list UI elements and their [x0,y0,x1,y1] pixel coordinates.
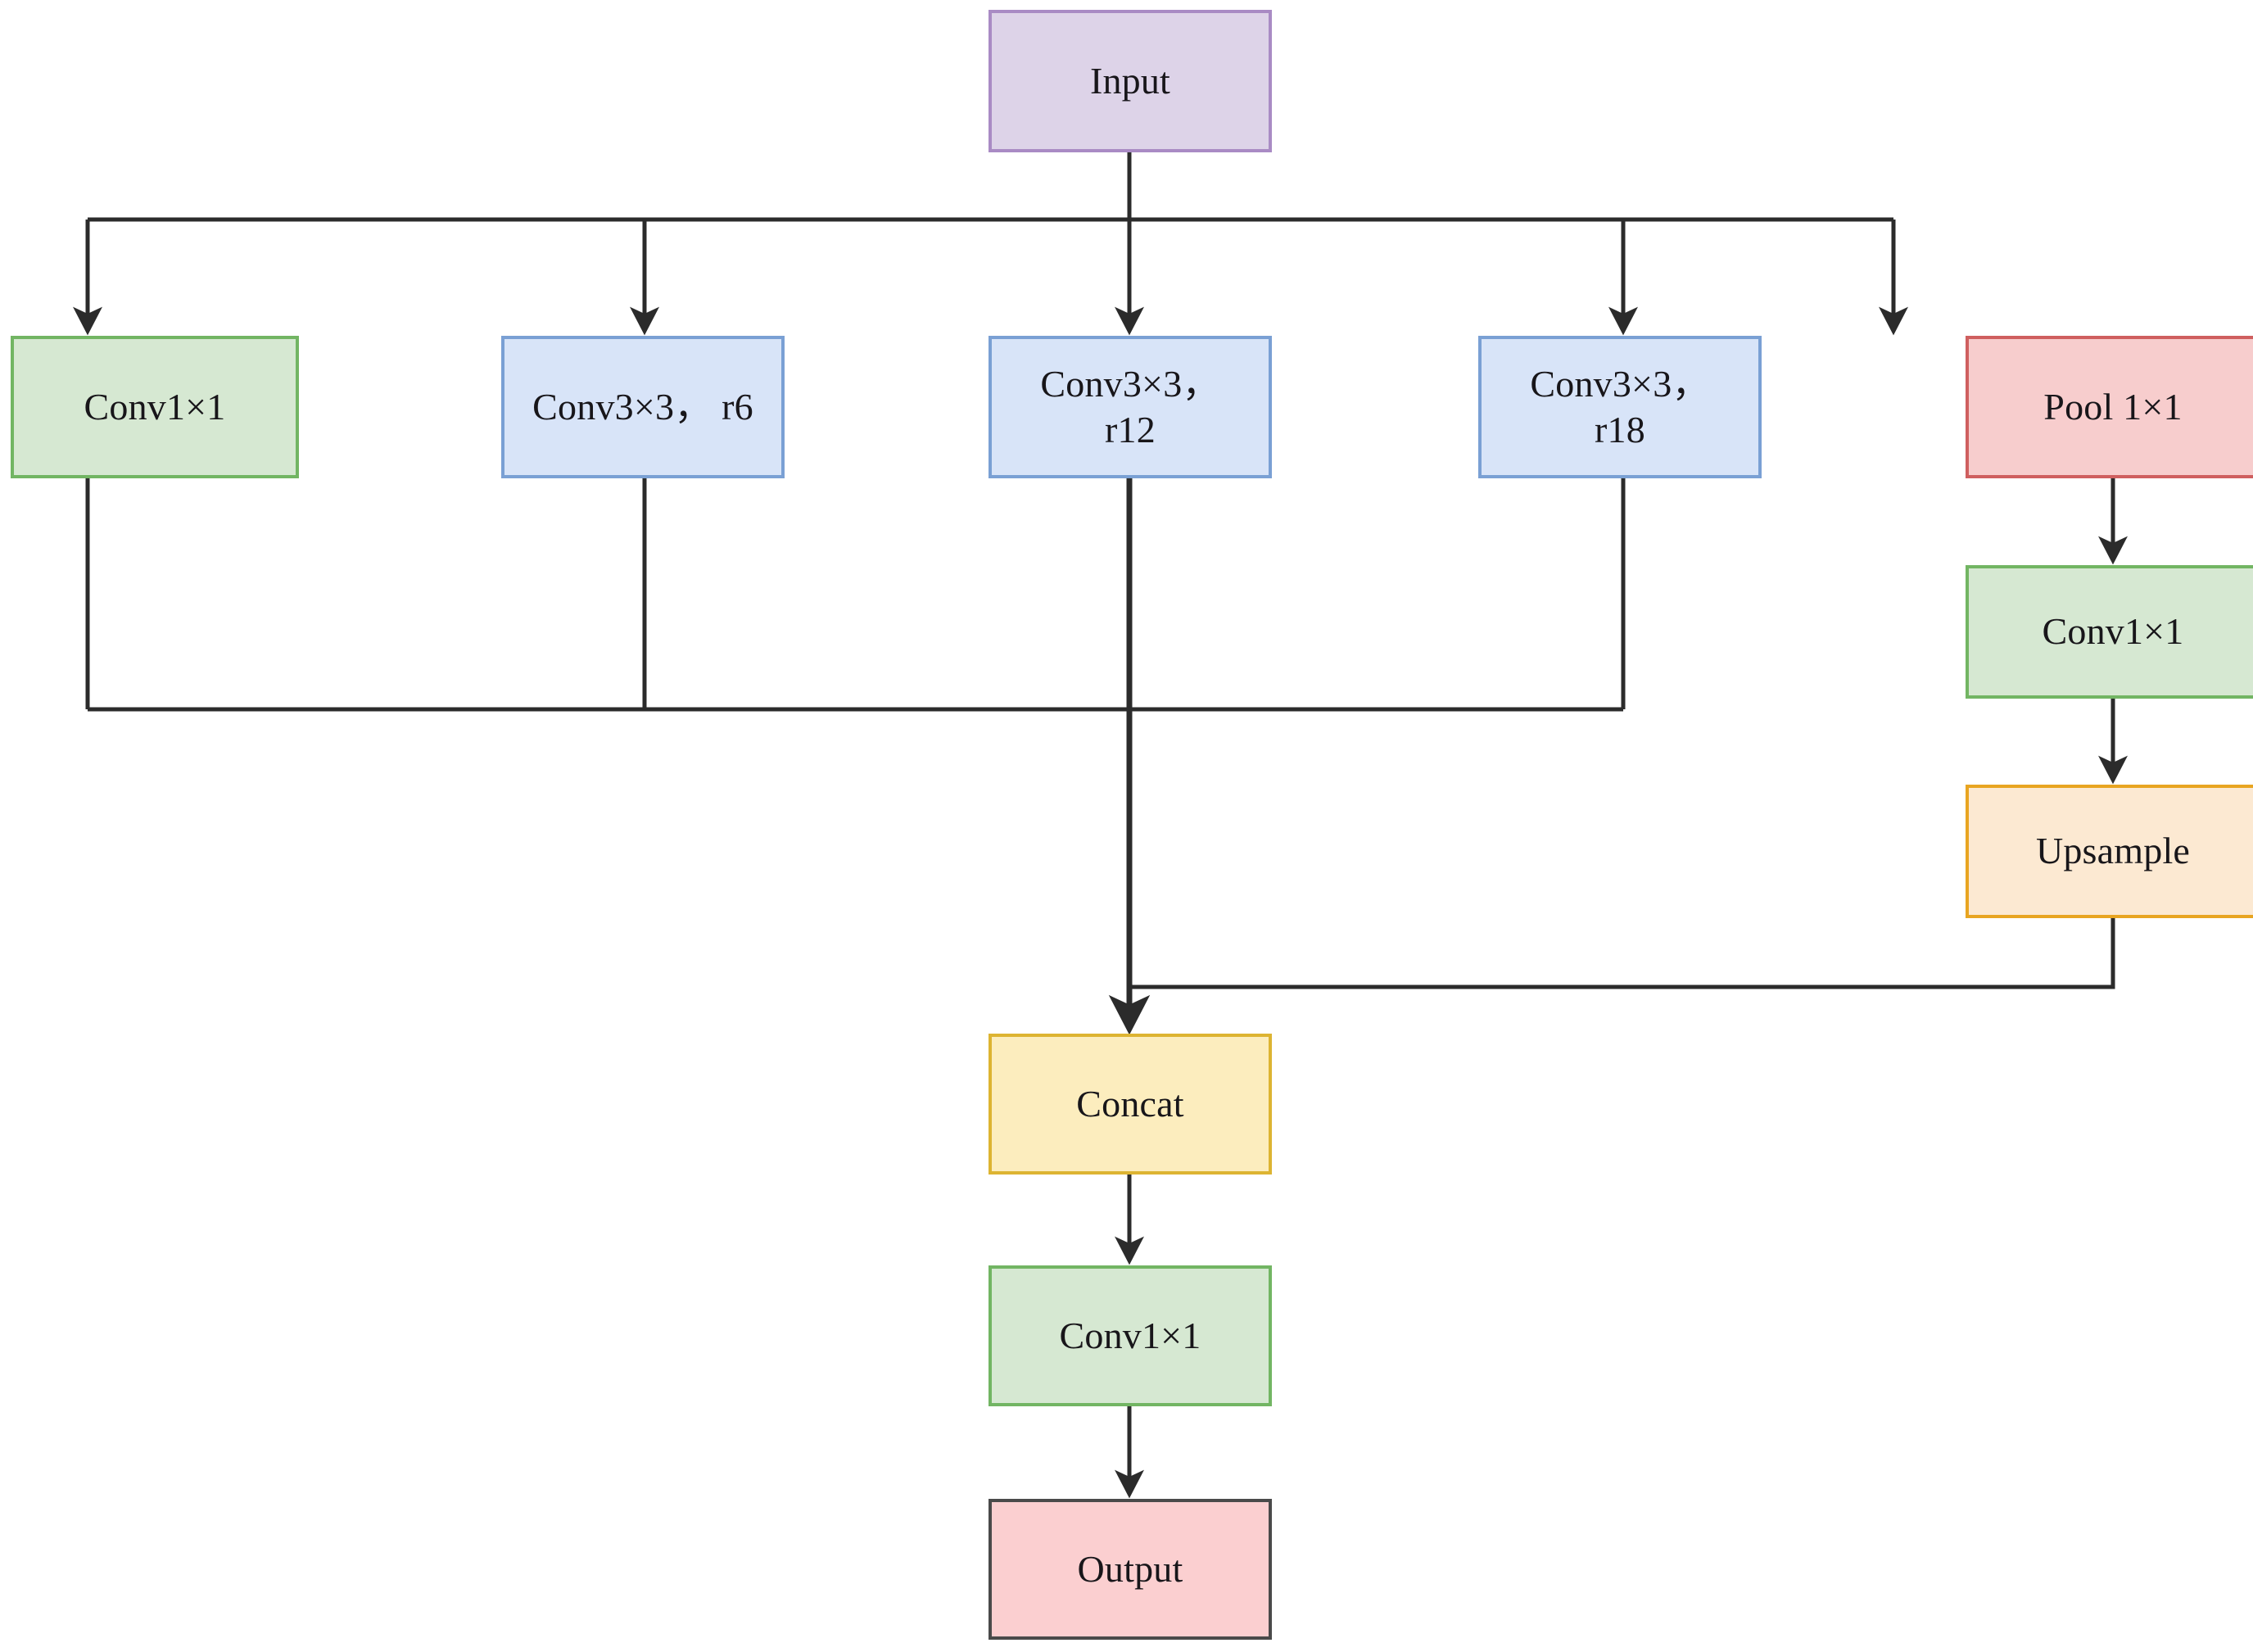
node-input[interactable]: Input [989,10,1272,152]
node-output[interactable]: Output [989,1499,1272,1640]
node-pool-conv1x1[interactable]: Conv1×1 [1966,565,2253,699]
node-upsample[interactable]: Upsample [1966,785,2253,918]
node-pool-1x1[interactable]: Pool 1×1 [1966,336,2253,478]
node-branch-conv3x3-r18[interactable]: Conv3×3， r18 [1478,336,1762,478]
node-branch-conv1x1[interactable]: Conv1×1 [11,336,299,478]
node-concat[interactable]: Concat [989,1034,1272,1175]
edge-upsample-to-trunk [1129,918,2115,989]
node-final-conv1x1[interactable]: Conv1×1 [989,1265,1272,1406]
node-branch-conv3x3-r12[interactable]: Conv3×3， r12 [989,336,1272,478]
node-branch-conv3x3-r6[interactable]: Conv3×3， r6 [501,336,785,478]
